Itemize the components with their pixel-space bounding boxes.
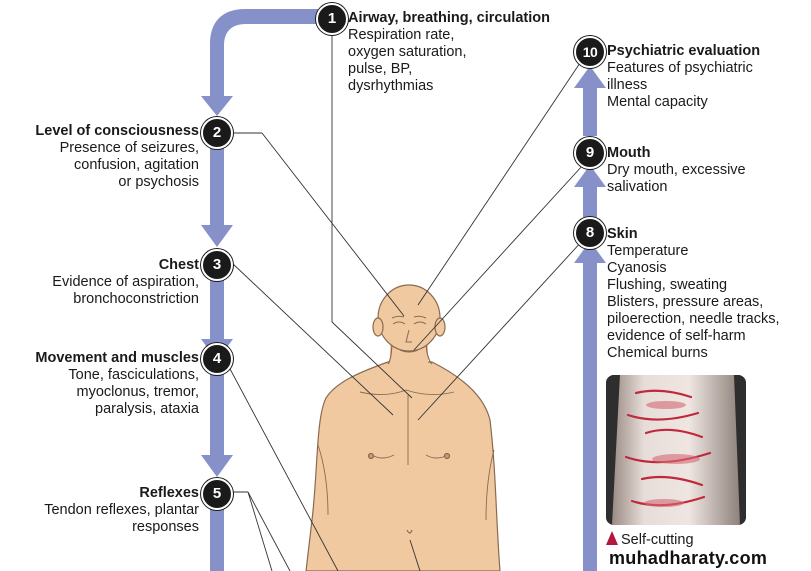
leader-1b <box>331 321 413 399</box>
caption-marker-icon <box>606 531 618 545</box>
left-arrow-shaft-4 <box>210 508 224 571</box>
self-cutting-photo <box>606 375 746 525</box>
step-4-line-2: myoclonus, tremor, <box>76 384 200 400</box>
torso <box>305 361 501 571</box>
navel <box>406 529 413 534</box>
step-8-line-3: Flushing, sweating <box>607 277 728 293</box>
right-nipple <box>443 452 451 460</box>
step-8-line-6: evidence of self-harm <box>607 328 746 344</box>
leader-9 <box>413 164 584 351</box>
step-8-badge: 8 <box>574 217 606 249</box>
step-3-label: Chest Evidence of aspiration, bronchocon… <box>52 257 199 308</box>
step-10-title: Psychiatric evaluation <box>607 43 761 59</box>
step-8-line-1: Temperature <box>607 243 689 259</box>
step-1-title: Airway, breathing, circulation <box>348 10 550 26</box>
step-8-label: Skin Temperature Cyanosis Flushing, swea… <box>607 226 780 362</box>
step-2-title: Level of consciousness <box>35 123 199 139</box>
step-3-line-1: Evidence of aspiration, <box>52 274 199 290</box>
step-9-badge: 9 <box>574 137 606 169</box>
photo-caption-text: Self-cutting <box>621 532 694 548</box>
step-8-line-2: Cyanosis <box>607 260 667 276</box>
leader-8 <box>417 239 584 421</box>
leader-2b <box>261 132 405 317</box>
step-9-line-2: salivation <box>607 179 668 195</box>
step-5-label: Reflexes Tendon reflexes, plantar respon… <box>44 485 199 536</box>
step-10-badge: 10 <box>574 36 606 68</box>
top-curve-arrow <box>201 9 318 116</box>
step-2-line-2: confusion, agitation <box>74 157 199 173</box>
left-nipple <box>367 452 375 460</box>
right-arrowhead-3 <box>574 66 606 88</box>
step-4-badge: 4 <box>201 343 233 375</box>
step-3-badge: 3 <box>201 249 233 281</box>
step-4-label: Movement and muscles Tone, fasciculation… <box>35 350 199 418</box>
left-arrow-shaft-2 <box>210 277 224 339</box>
step-10-label: Psychiatric evaluation Features of psych… <box>607 43 760 111</box>
step-2-badge: 2 <box>201 117 233 149</box>
leader-3 <box>231 262 394 416</box>
step-9-title: Mouth <box>607 145 651 161</box>
left-arrowhead-3 <box>201 455 233 477</box>
step-1-badge: 1 <box>316 3 348 35</box>
leader-lines <box>228 20 584 571</box>
step-2-label: Level of consciousness Presence of seizu… <box>35 123 199 191</box>
leader-5b <box>247 491 273 571</box>
left-arrow-shaft-1 <box>210 145 224 225</box>
left-ear <box>372 317 384 337</box>
step-1-line-1: Respiration rate, <box>348 27 455 43</box>
leader-10 <box>417 59 583 306</box>
step-4-line-1: Tone, fasciculations, <box>68 367 199 383</box>
right-arrowhead-2 <box>574 165 606 187</box>
step-1-line-4: dysrhythmias <box>348 78 434 94</box>
right-arrow-shaft-1 <box>583 263 597 571</box>
face-details <box>391 315 427 353</box>
step-5-line-1: Tendon reflexes, plantar <box>44 502 199 518</box>
right-arrow-shaft-3 <box>583 88 597 136</box>
step-4-title: Movement and muscles <box>35 350 199 366</box>
chest-details <box>317 389 495 521</box>
step-9-line-1: Dry mouth, excessive <box>607 162 746 178</box>
step-2-line-3: or psychosis <box>118 174 199 190</box>
step-3-title: Chest <box>158 257 199 273</box>
photo-caption: Self-cutting <box>606 531 694 548</box>
leader-4 <box>228 366 339 571</box>
step-2-line-1: Presence of seizures, <box>59 140 199 156</box>
step-10-line-1: Features of psychiatric <box>607 60 753 76</box>
step-5-title: Reflexes <box>139 485 199 501</box>
left-arrow-shaft-3 <box>210 373 224 455</box>
step-3-line-2: bronchoconstriction <box>73 291 199 307</box>
step-5-badge: 5 <box>201 478 233 510</box>
step-1-line-3: pulse, BP, <box>348 61 413 77</box>
right-arrow-shaft-2 <box>583 187 597 217</box>
step-8-line-7: Chemical burns <box>607 345 708 361</box>
leader-5c <box>247 491 291 571</box>
left-arrowhead-1 <box>201 225 233 247</box>
self-cutting-photo-art <box>606 375 746 525</box>
right-arrowhead-1 <box>574 241 606 263</box>
step-10-line-3: Mental capacity <box>607 94 708 110</box>
step-5-line-2: responses <box>132 519 199 535</box>
right-ear <box>434 317 446 337</box>
human-figure <box>305 284 501 571</box>
step-8-line-5: piloerection, needle tracks, <box>607 311 780 327</box>
step-10-line-2: illness <box>607 77 648 93</box>
step-9-label: Mouth Dry mouth, excessive salivation <box>607 145 746 196</box>
step-8-line-4: Blisters, pressure areas, <box>607 294 764 310</box>
watermark: muhadharaty.com <box>609 548 768 568</box>
leader-4b <box>409 539 421 571</box>
step-1-line-2: oxygen saturation, <box>348 44 467 60</box>
step-4-line-3: paralysis, ataxia <box>95 401 199 417</box>
step-8-title: Skin <box>607 226 638 242</box>
step-1-label: Airway, breathing, circulation Respirati… <box>348 10 550 95</box>
